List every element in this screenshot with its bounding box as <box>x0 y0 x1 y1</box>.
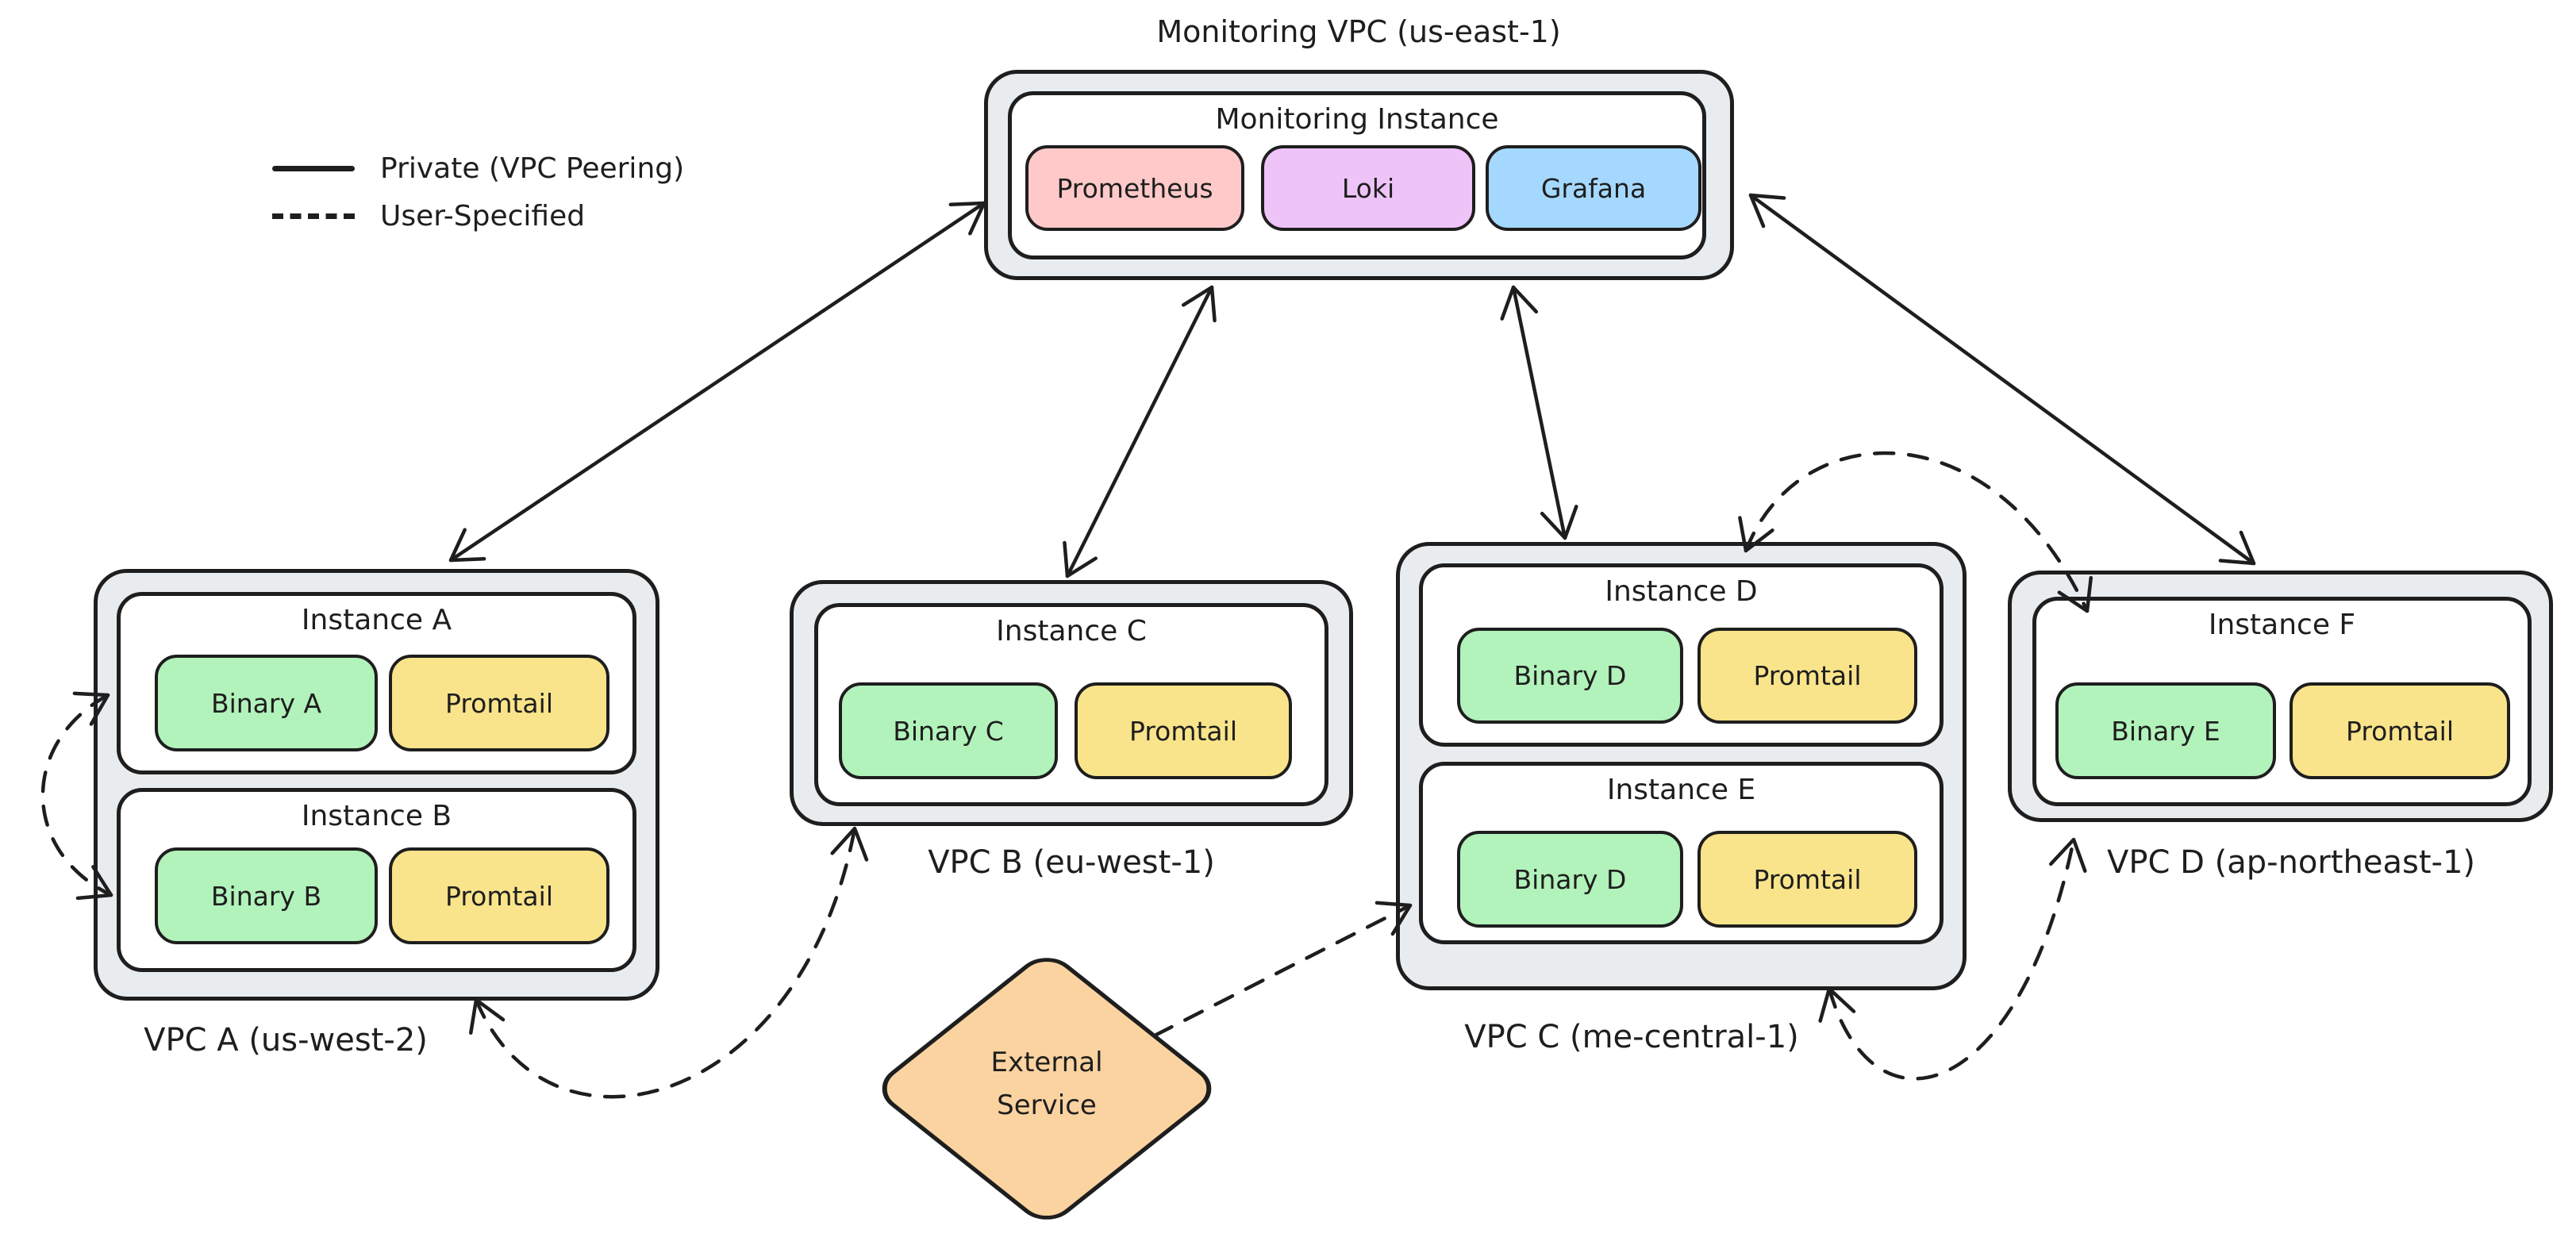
instance-d-box: Instance D Binary D Promtail <box>1419 563 1944 747</box>
connection-vpc-d-to-monitoring-vpc <box>1748 193 2256 566</box>
legend-label-user-specified: User-Specified <box>380 199 586 232</box>
connection-external-service-to-vpc-c <box>1152 901 1413 1038</box>
vpc-c-box: Instance D Binary D Promtail Instance E … <box>1396 542 1967 990</box>
binary-d-chip-instance-e: Binary D <box>1457 831 1683 928</box>
monitoring-vpc-title: Monitoring VPC (us-east-1) <box>1156 14 1561 49</box>
vpc-c-label: VPC C (me-central-1) <box>1464 1019 1799 1055</box>
promtail-chip-instance-b: Promtail <box>389 847 609 944</box>
binary-c-chip: Binary C <box>839 682 1058 779</box>
instance-e-box: Instance E Binary D Promtail <box>1419 762 1944 944</box>
external-service-label-line2: Service <box>997 1089 1097 1122</box>
instance-b-box: Instance B Binary B Promtail <box>117 788 636 972</box>
vpc-b-label: VPC B (eu-west-1) <box>928 844 1215 881</box>
promtail-chip-instance-d: Promtail <box>1697 628 1917 724</box>
vpc-d-box: Instance F Binary E Promtail <box>2008 571 2553 822</box>
dashed-line-sample-icon <box>272 213 355 219</box>
service-chip-loki: Loki <box>1261 145 1475 231</box>
instance-c-box: Instance C Binary C Promtail <box>814 603 1328 806</box>
instance-b-title: Instance B <box>301 800 452 832</box>
service-chip-prometheus: Prometheus <box>1025 145 1244 231</box>
promtail-chip-instance-c: Promtail <box>1075 682 1292 779</box>
connection-vpc-b-to-monitoring-vpc <box>1063 285 1217 578</box>
solid-line-sample-icon <box>272 165 355 171</box>
vpc-a-label: VPC A (us-west-2) <box>144 1022 428 1059</box>
vpc-a-box: Instance A Binary A Promtail Instance B … <box>94 569 659 1001</box>
promtail-chip-instance-f: Promtail <box>2290 682 2510 779</box>
monitoring-vpc-box: Monitoring Instance Prometheus Loki Graf… <box>984 70 1734 280</box>
connection-vpc-a-to-monitoring-vpc <box>448 201 986 563</box>
service-chip-grafana: Grafana <box>1486 145 1701 231</box>
binary-a-chip: Binary A <box>155 655 378 751</box>
legend-item-user-specified: User-Specified <box>272 192 684 240</box>
external-service-label-line1: External <box>990 1047 1103 1078</box>
binary-e-chip: Binary E <box>2055 682 2276 779</box>
monitoring-instance-title: Monitoring Instance <box>1215 103 1499 136</box>
binary-b-chip: Binary B <box>155 847 378 944</box>
monitoring-instance-box: Monitoring Instance Prometheus Loki Graf… <box>1008 91 1706 259</box>
instance-a-title: Instance A <box>301 604 452 636</box>
instance-a-box: Instance A Binary A Promtail <box>117 592 636 774</box>
instance-c-title: Instance C <box>996 615 1147 647</box>
instance-f-box: Instance F Binary E Promtail <box>2032 597 2532 806</box>
promtail-chip-instance-e: Promtail <box>1697 831 1917 928</box>
legend: Private (VPC Peering) User-Specified <box>272 144 684 240</box>
legend-item-private: Private (VPC Peering) <box>272 144 684 192</box>
connection-vpc-c-to-monitoring-vpc <box>1500 285 1578 540</box>
promtail-chip-instance-a: Promtail <box>389 655 609 751</box>
external-service-label: External Service <box>990 1041 1102 1128</box>
instance-e-title: Instance E <box>1606 774 1756 806</box>
binary-d-chip-instance-d: Binary D <box>1457 628 1683 724</box>
instance-f-title: Instance F <box>2208 609 2356 641</box>
instance-d-title: Instance D <box>1605 575 1758 608</box>
vpc-d-label: VPC D (ap-northeast-1) <box>2106 844 2476 881</box>
vpc-b-box: Instance C Binary C Promtail <box>790 580 1353 826</box>
legend-label-private: Private (VPC Peering) <box>380 152 685 185</box>
